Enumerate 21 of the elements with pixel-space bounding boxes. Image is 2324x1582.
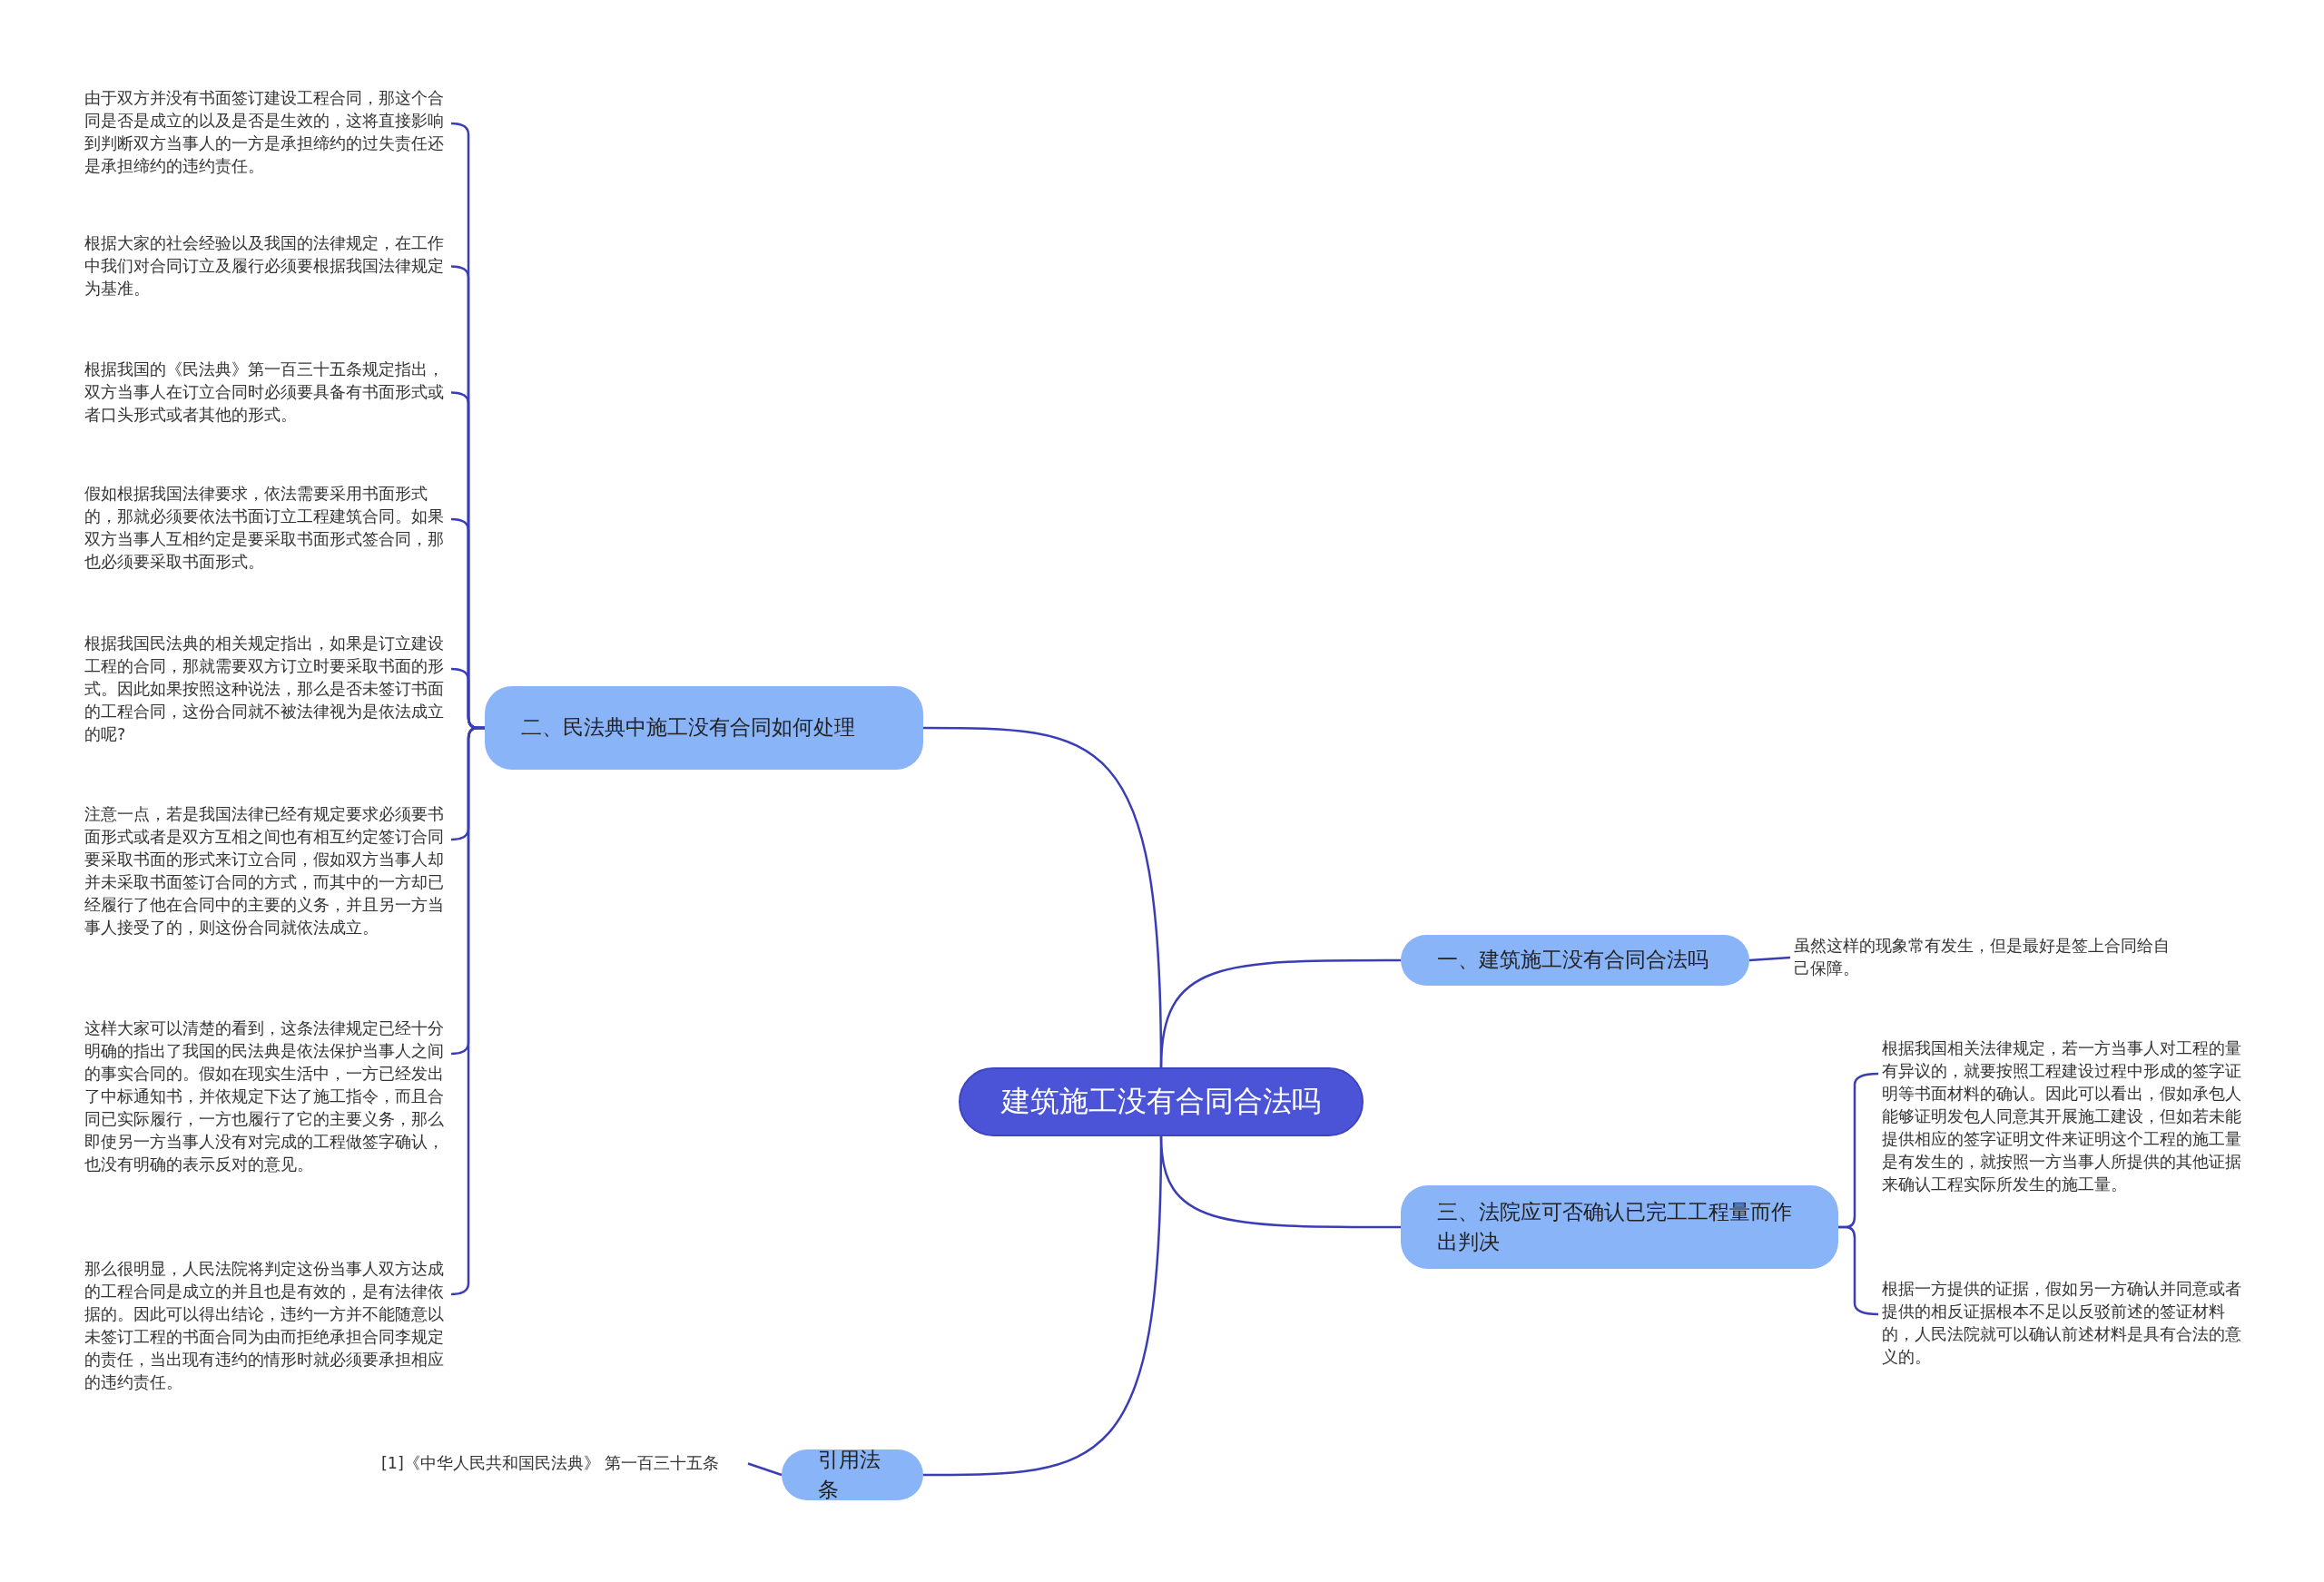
topic-pill: 二、民法典中施工没有合同如何处理 xyxy=(485,686,923,770)
connector-line xyxy=(747,1462,783,1477)
topic-pill: 三、法院应可否确认已完工工程量而作出判决 xyxy=(1401,1185,1838,1269)
note-text: 根据我国相关法律规定，若一方当事人对工程的量有异议的，就要按照工程建设过程中形成的签字证明等书面材料的确认。因此可以看出，假如承包人能够证明发包人同意其开展施工建设，但如若未能提供相应的签字证明文件来证明这个工程的施工量是有发生的，就按照一方当事人所提供的其他证据来确认工程实际所发生的施工量。 xyxy=(1882,1037,2245,1196)
central-topic: 建筑施工没有合同合法吗 xyxy=(959,1067,1364,1136)
connector-line xyxy=(923,1135,1163,1477)
note-text: 根据一方提供的证据，假如另一方确认并同意或者提供的相反证据根本不足以反驳前述的签证材料的，人民法院就可以确认前述材料是具有合法的意义的。 xyxy=(1882,1278,2245,1369)
note-text: 由于双方并没有书面签订建设工程合同，那这个合同是否是成立的以及是否是生效的，这将直接影响到判断双方当事人的一方是承担缔约的过失责任还是承担缔约的违约责任。 xyxy=(84,87,448,178)
note-text: 根据我国民法典的相关规定指出，如果是订立建设工程的合同，那就需要双方订立时要采取书面的形式。因此如果按照这种说法，那么是否未签订书面的工程合同，这份合同就不被法律视为是依法成立的呢? xyxy=(84,633,448,746)
topic-pill: 一、建筑施工没有合同合法吗 xyxy=(1401,935,1749,986)
topic-pill: 引用法条 xyxy=(782,1449,923,1500)
note-text: 根据我国的《民法典》第一百三十五条规定指出，双方当事人在订立合同时必须要具备有书面形式或者口头形式或者其他的形式。 xyxy=(84,359,448,427)
note-text: 注意一点，若是我国法律已经有规定要求必须要书面形式或者是双方互相之间也有相互约定签订合同要采取书面的形式来订立合同，假如双方当事人却并未采取书面签订合同的方式，而其中的一方却已经履行了他在合同中的主要的义务，并且另一方当事人接受了的，则这份合同就依法成立。 xyxy=(84,803,448,939)
note-text: [1]《中华人民共和国民法典》 第一百三十五条 xyxy=(381,1452,744,1475)
note-text: 虽然这样的现象常有发生，但是最好是签上合同给自己保障。 xyxy=(1794,935,2175,980)
note-text: 假如根据我国法律要求，依法需要采用书面形式的，那就必须要依法书面订立工程建筑合同。如果双方当事人互相约定是要采取书面形式签合同，那也必须要采取书面形式。 xyxy=(84,483,448,574)
connector-line xyxy=(1748,956,1791,962)
note-text: 那么很明显，人民法院将判定这份当事人双方达成的工程合同是成立的并且也是有效的，是有法律依据的。因此可以得出结论，违约一方并不能随意以未签订工程的书面合同为由而拒绝承担合同李规定的责任，当出现有违约的情形时就必须要承担相应的违约责任。 xyxy=(84,1258,448,1394)
connector-line xyxy=(1159,958,1401,1068)
note-text: 根据大家的社会经验以及我国的法律规定，在工作中我们对合同订立及履行必须要根据我国法律规定为基准。 xyxy=(84,232,448,300)
note-text: 这样大家可以清楚的看到，这条法律规定已经十分明确的指出了我国的民法典是依法保护当事人之间的事实合同的。假如在现实生活中，一方已经发出了中标通知书，并依规定下达了施工指令，而且合同已实际履行，一方也履行了它的主要义务，那么即使另一方当事人没有对完成的工程做签字确认，也没有明确的表示反对的意见。 xyxy=(84,1017,448,1176)
